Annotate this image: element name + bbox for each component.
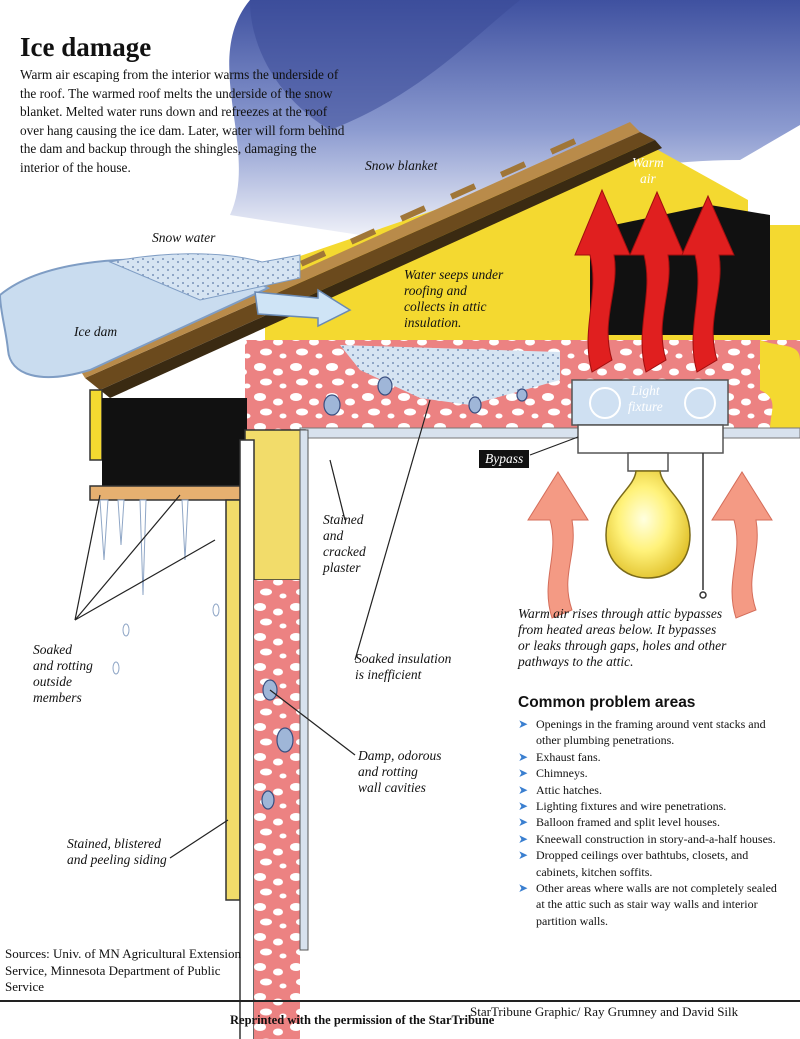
ceiling-plaster <box>299 427 800 439</box>
pull-chain <box>699 453 707 599</box>
roof-deck-lower <box>100 140 662 398</box>
roof-shingles <box>80 122 640 378</box>
page-title: Ice damage <box>20 32 152 62</box>
warm-air-arrows <box>574 188 735 373</box>
label-snow-blanket: Snow blanket <box>365 158 438 173</box>
rising-air-arrows <box>527 471 773 619</box>
bulb-socket <box>627 452 669 472</box>
arrow-bullet-icon: ➤ <box>518 717 529 731</box>
list-item-text: Dropped ceilings over bathtubs, closets,… <box>536 848 749 879</box>
graphic-credit: StarTribune Graphic/ Ray Grumney and Dav… <box>470 1004 739 1019</box>
fixture-plate <box>577 424 724 454</box>
sources-note: Sources: Univ. of MN Agricultural Extens… <box>5 946 242 994</box>
divider-rule <box>0 1000 800 1002</box>
label-ice-dam: Ice dam <box>74 324 118 339</box>
label-stained-plaster: Stained and cracked plaster <box>323 512 366 575</box>
problems-title: Common problem areas <box>518 694 696 711</box>
soaked-insulation-blobs <box>323 376 528 416</box>
list-item: ➤ Balloon framed and split level houses. <box>518 814 788 830</box>
snow-blanket-upper <box>250 0 520 130</box>
fixture-ring-right <box>684 387 716 419</box>
list-item: ➤ Exhaust fans. <box>518 749 788 765</box>
label-snow-water: Snow water <box>152 230 216 245</box>
eave-cavity <box>102 398 247 486</box>
arrow-bullet-icon: ➤ <box>518 782 529 797</box>
label-warm-air-rises: Warm air rises through attic bypasses fr… <box>518 606 727 669</box>
exterior-siding <box>225 499 241 901</box>
arrow-bullet-icon: ➤ <box>518 766 529 781</box>
list-item-text: Chimneys. <box>536 766 588 781</box>
list-item: ➤ Lighting fixtures and wire penetrations… <box>518 798 788 814</box>
drips <box>99 499 220 675</box>
label-bypass: Bypass <box>479 450 530 468</box>
label-stained-siding: Stained, blistered and peeling siding <box>67 836 167 867</box>
list-item: ➤ Openings in the framing around vent sta… <box>518 716 788 749</box>
roof-deck <box>85 132 655 390</box>
intro-paragraph: Warm air escaping from the interior warm… <box>20 67 345 175</box>
list-item: ➤ Kneewall construction in story-and-a-ha… <box>518 831 788 847</box>
insulation-edge <box>760 340 800 430</box>
arrow-bullet-icon: ➤ <box>518 799 529 814</box>
arrow-bullet-icon: ➤ <box>518 815 529 830</box>
list-item-text: Lighting fixtures and wire penetrations. <box>536 799 727 814</box>
reprint-notice: Reprinted with the permission of the Sta… <box>230 1013 495 1027</box>
light-bulb <box>605 470 691 579</box>
label-soaked-insulation: Soaked insulation is inefficient <box>355 651 452 682</box>
label-warm-air: Warm air <box>632 155 664 186</box>
soffit-board <box>89 485 251 501</box>
arrow-bullet-icon: ➤ <box>518 881 529 896</box>
label-light-fixture: Light fixture <box>628 383 663 414</box>
water-seep-arrow <box>254 288 352 328</box>
wall-cavity-insulation <box>254 580 300 1039</box>
label-water-seeps: Water seeps under roofing and collects i… <box>404 267 504 330</box>
eave-fascia <box>89 389 103 461</box>
list-item-text: Balloon framed and split level houses. <box>536 815 720 830</box>
soaked-insulation-zone <box>340 345 560 405</box>
list-item: ➤ Dropped ceilings over bathtubs, closets… <box>518 847 788 880</box>
list-item-text: Openings in the framing around vent stac… <box>536 717 766 748</box>
fixture-ring-left <box>589 387 621 419</box>
list-item-text: Attic hatches. <box>536 782 602 797</box>
list-item: ➤ Attic hatches. <box>518 782 788 798</box>
list-item-text: Kneewall construction in story-and-a-hal… <box>536 831 776 846</box>
leader-lines <box>74 399 579 859</box>
problems-list: ➤ Openings in the framing around vent sta… <box>518 716 788 929</box>
arrow-bullet-icon: ➤ <box>518 848 529 863</box>
label-damp-cavities: Damp, odorous and rotting wall cavities <box>358 748 442 795</box>
label-soaked-members: Soaked and rotting outside members <box>33 642 93 705</box>
list-item: ➤ Other areas where walls are not complet… <box>518 880 788 929</box>
arrow-bullet-icon: ➤ <box>518 831 529 846</box>
list-item: ➤ Chimneys. <box>518 765 788 781</box>
list-item-text: Other areas where walls are not complete… <box>536 881 777 928</box>
list-item-text: Exhaust fans. <box>536 749 601 764</box>
arrow-bullet-icon: ➤ <box>518 749 529 764</box>
interior-wall-plaster <box>299 429 309 951</box>
snow-water <box>108 253 301 301</box>
top-plate <box>244 429 306 581</box>
